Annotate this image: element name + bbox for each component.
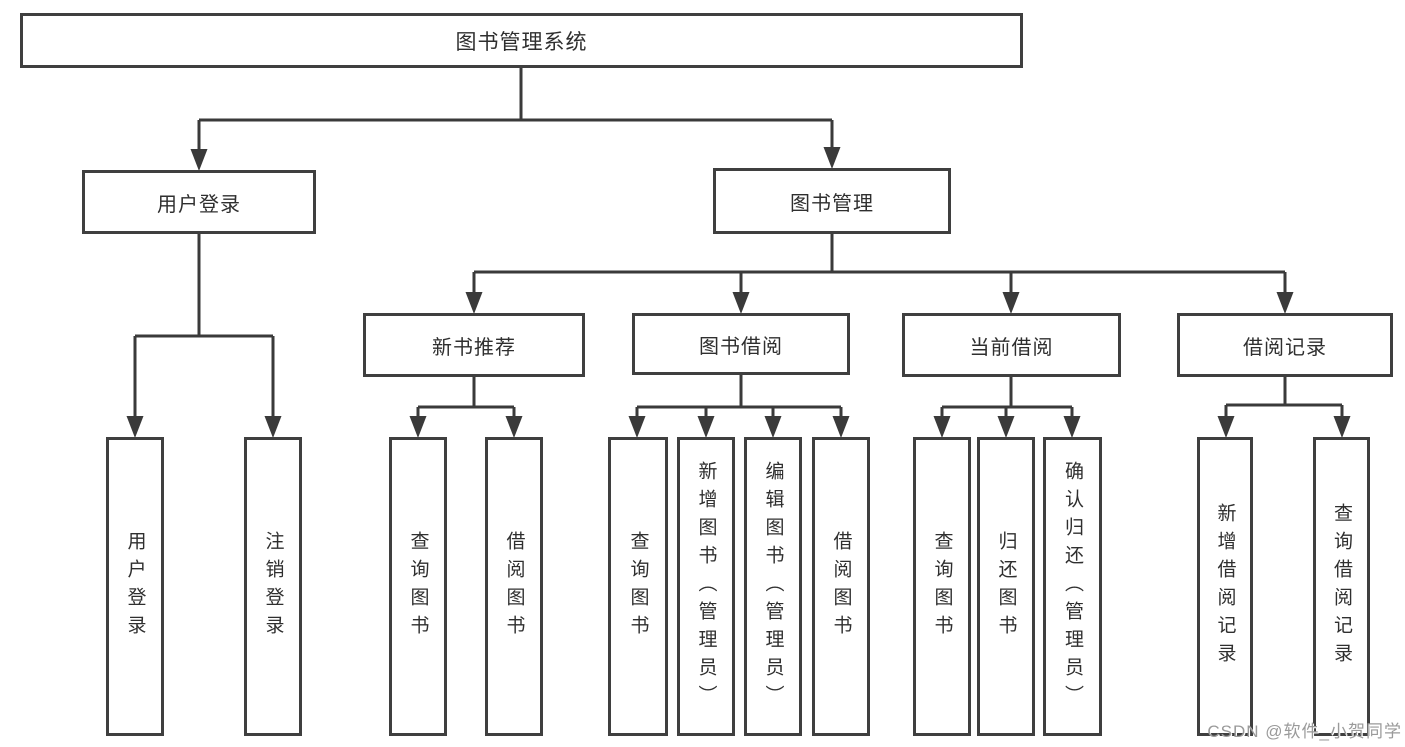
node-borrowing-records: 借阅记录 [1177, 313, 1393, 377]
leaf-confirm-return-admin: 确认归还（管理员） [1043, 437, 1102, 736]
leaf-query-books-borrowing: 查询图书 [608, 437, 668, 736]
node-label: 图书管理系统 [455, 30, 588, 54]
node-label: 借阅图书 [830, 530, 852, 643]
leaf-user-login: 用户登录 [106, 437, 164, 736]
node-label: 图书管理 [790, 192, 874, 215]
node-label: 编辑图书（管理员） [762, 460, 784, 713]
leaf-borrow-books-borrowing: 借阅图书 [812, 437, 870, 736]
node-label: 借阅图书 [503, 530, 525, 643]
leaf-return-books: 归还图书 [977, 437, 1035, 736]
node-library-system: 图书管理系统 [20, 13, 1023, 68]
leaf-query-books-current: 查询图书 [913, 437, 971, 736]
node-label: 查询图书 [931, 530, 953, 643]
leaf-logout: 注销登录 [244, 437, 302, 736]
leaf-query-borrow-record: 查询借阅记录 [1313, 437, 1370, 736]
node-current-borrowing: 当前借阅 [902, 313, 1121, 377]
node-label: 查询借阅记录 [1331, 502, 1352, 671]
node-label: 注销登录 [262, 530, 284, 643]
node-label: 新书推荐 [432, 336, 516, 359]
arrowheads [126, 147, 1351, 438]
node-book-management: 图书管理 [713, 168, 951, 234]
node-label: 新增借阅记录 [1214, 502, 1236, 671]
node-label: 归还图书 [995, 530, 1017, 643]
node-label: 用户登录 [124, 530, 146, 643]
node-label: 查询图书 [627, 530, 649, 643]
node-label: 确认归还（管理员） [1062, 460, 1083, 713]
leaf-add-borrow-record: 新增借阅记录 [1197, 437, 1253, 736]
node-book-borrowing: 图书借阅 [632, 313, 850, 375]
leaf-borrow-books-recommend: 借阅图书 [485, 437, 543, 736]
leaf-add-books-admin: 新增图书（管理员） [677, 437, 735, 736]
node-label: 查询图书 [407, 530, 429, 643]
node-new-book-recommend: 新书推荐 [363, 313, 585, 377]
node-label: 借阅记录 [1243, 336, 1327, 359]
leaf-query-books-recommend: 查询图书 [389, 437, 447, 736]
node-label: 新增图书（管理员） [695, 460, 717, 713]
leaf-edit-books-admin: 编辑图书（管理员） [744, 437, 802, 736]
node-user-login: 用户登录 [82, 170, 316, 234]
watermark: CSDN @软件_小贺同学 [1207, 722, 1402, 741]
node-label: 用户登录 [157, 193, 241, 216]
node-label: 图书借阅 [699, 335, 783, 358]
node-label: 当前借阅 [969, 336, 1054, 359]
